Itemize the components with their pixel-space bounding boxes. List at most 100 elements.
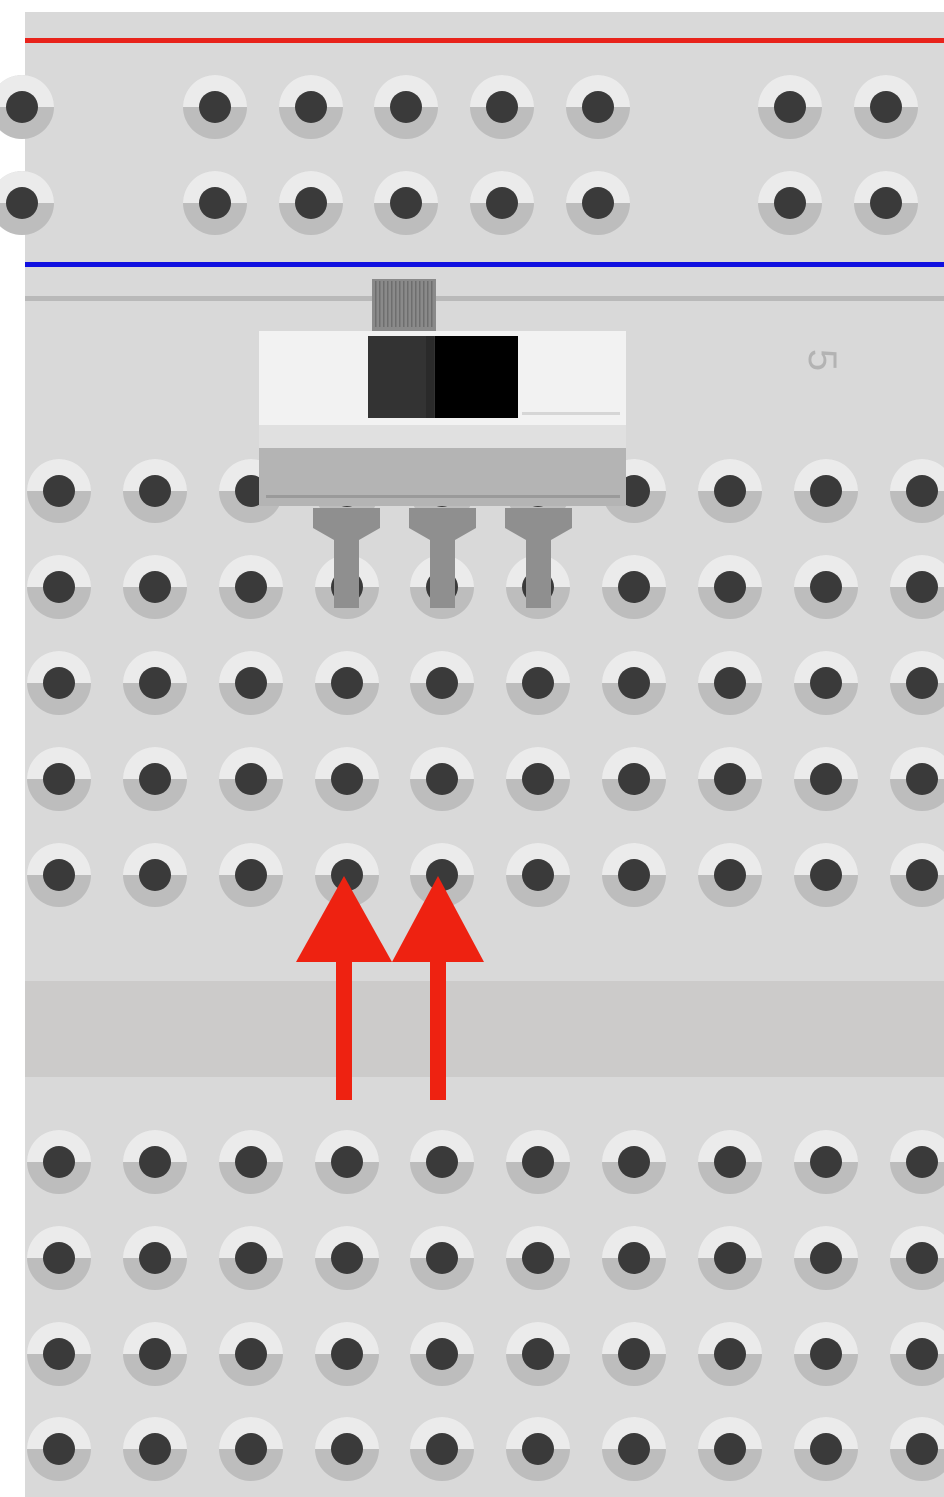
negative-rail-line [25,262,944,267]
switch-pin-2 [409,508,476,608]
breadboard-hole [506,1130,570,1194]
breadboard-hole [506,651,570,715]
breadboard-hole [27,1417,91,1481]
breadboard-hole [758,171,822,235]
breadboard-hole [566,171,630,235]
breadboard-hole [27,1130,91,1194]
breadboard-hole [890,459,944,523]
knob-ridge [375,281,377,327]
breadboard-hole [279,171,343,235]
breadboard-hole [470,75,534,139]
breadboard-hole [27,555,91,619]
breadboard-hole [698,843,762,907]
breadboard-hole [890,747,944,811]
breadboard-hole [506,1226,570,1290]
breadboard-hole [219,651,283,715]
breadboard-hole [890,1130,944,1194]
breadboard-hole [123,555,187,619]
switch-knob-ridges [375,281,433,327]
breadboard-hole [410,1130,474,1194]
breadboard-hole [374,75,438,139]
knob-ridge [391,281,393,327]
breadboard-hole [315,1322,379,1386]
knob-ridge [423,281,425,327]
positive-rail-line [25,38,944,43]
breadboard-hole [123,843,187,907]
knob-ridge [431,281,433,327]
breadboard-hole [602,1226,666,1290]
breadboard-hole [219,1322,283,1386]
breadboard-hole [506,843,570,907]
knob-ridge [411,281,413,327]
breadboard-hole [315,1226,379,1290]
breadboard-hole [123,651,187,715]
knob-ridge [383,281,385,327]
breadboard-hole [123,747,187,811]
breadboard-hole [123,1322,187,1386]
knob-ridge [379,281,381,327]
knob-ridge [403,281,405,327]
breadboard-hole [602,1322,666,1386]
breadboard-hole [602,651,666,715]
breadboard-hole [794,1417,858,1481]
breadboard-hole [315,843,379,907]
red-arrow-left [296,876,392,1100]
breadboard-hole [27,843,91,907]
breadboard-hole [279,75,343,139]
breadboard-hole [602,747,666,811]
breadboard-hole [410,1417,474,1481]
breadboard-hole [27,651,91,715]
breadboard-hole [410,651,474,715]
breadboard-hole [219,1130,283,1194]
breadboard-hole [890,1417,944,1481]
breadboard-hole [183,75,247,139]
breadboard-hole [123,1226,187,1290]
breadboard-hole [602,1417,666,1481]
breadboard-hole [183,171,247,235]
breadboard-hole [698,555,762,619]
switch-actuator [368,336,435,418]
breadboard-hole [698,1417,762,1481]
breadboard-hole [27,747,91,811]
breadboard-hole [890,843,944,907]
switch-pin-1 [313,508,380,608]
breadboard-hole [506,1322,570,1386]
knob-ridge [419,281,421,327]
knob-ridge [399,281,401,327]
power-rail-holes [0,75,918,235]
switch-slot [425,336,518,418]
breadboard-hole [602,555,666,619]
breadboard-hole [566,75,630,139]
breadboard-hole [602,843,666,907]
breadboard-hole [123,459,187,523]
breadboard-hole [219,1417,283,1481]
breadboard-hole [0,171,54,235]
breadboard-hole [410,1322,474,1386]
breadboard-hole [219,1226,283,1290]
switch-housing-groove [522,412,620,415]
breadboard-hole [410,843,474,907]
breadboard-hole [698,1322,762,1386]
breadboard-hole [506,747,570,811]
breadboard-hole [602,1130,666,1194]
breadboard-hole [758,75,822,139]
breadboard-hole [794,459,858,523]
breadboard-hole [315,1130,379,1194]
breadboard-hole [315,1417,379,1481]
breadboard-hole [506,1417,570,1481]
breadboard-hole [0,75,54,139]
breadboard-hole [374,171,438,235]
breadboard-hole [470,171,534,235]
breadboard-hole [315,651,379,715]
slide-switch [259,279,626,608]
breadboard-hole [315,747,379,811]
breadboard-hole [890,1322,944,1386]
breadboard-hole [698,747,762,811]
breadboard-hole [27,1226,91,1290]
knob-ridge [427,281,429,327]
breadboard-hole [219,747,283,811]
breadboard-hole [698,459,762,523]
breadboard-hole [890,555,944,619]
breadboard-hole [890,1226,944,1290]
